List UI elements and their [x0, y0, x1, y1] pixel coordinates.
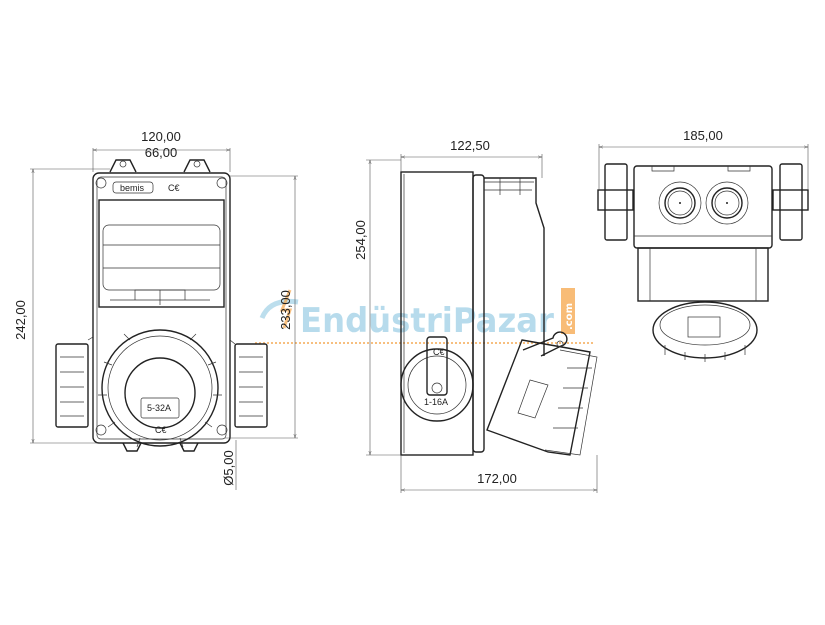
top-view: 185,00: [597, 128, 809, 362]
dim-top-width: 185,00: [683, 128, 723, 143]
front-socket-rating: 5-32A: [147, 403, 171, 413]
watermark-text: EndüstriPazar: [300, 301, 554, 341]
watermark-logo: EndüstriPazar .com: [255, 288, 595, 344]
side-view: C€ 1-16A 122,50 254,00 172,00: [353, 138, 598, 493]
dim-front-mount-width: 66,00: [145, 145, 178, 160]
svg-text:C€: C€: [433, 347, 445, 357]
dim-front-mount-height: 233,00: [278, 290, 293, 330]
front-view: bemis C€ 5-32A C€ 120,00 66,00 242,00 23…: [13, 129, 298, 490]
dim-side-depth: 122,50: [450, 138, 490, 153]
side-socket-rating: 1-16A: [424, 397, 448, 407]
brand-label: bemis: [120, 183, 145, 193]
watermark-suffix: .com: [564, 303, 575, 330]
dim-front-height: 242,00: [13, 300, 28, 340]
svg-text:C€: C€: [155, 425, 167, 435]
dim-side-total-depth: 172,00: [477, 471, 517, 486]
dim-front-width: 120,00: [141, 129, 181, 144]
dim-side-height: 254,00: [353, 220, 368, 260]
dim-hole-diameter: Ø5,00: [221, 450, 236, 485]
svg-text:C€: C€: [168, 183, 180, 193]
